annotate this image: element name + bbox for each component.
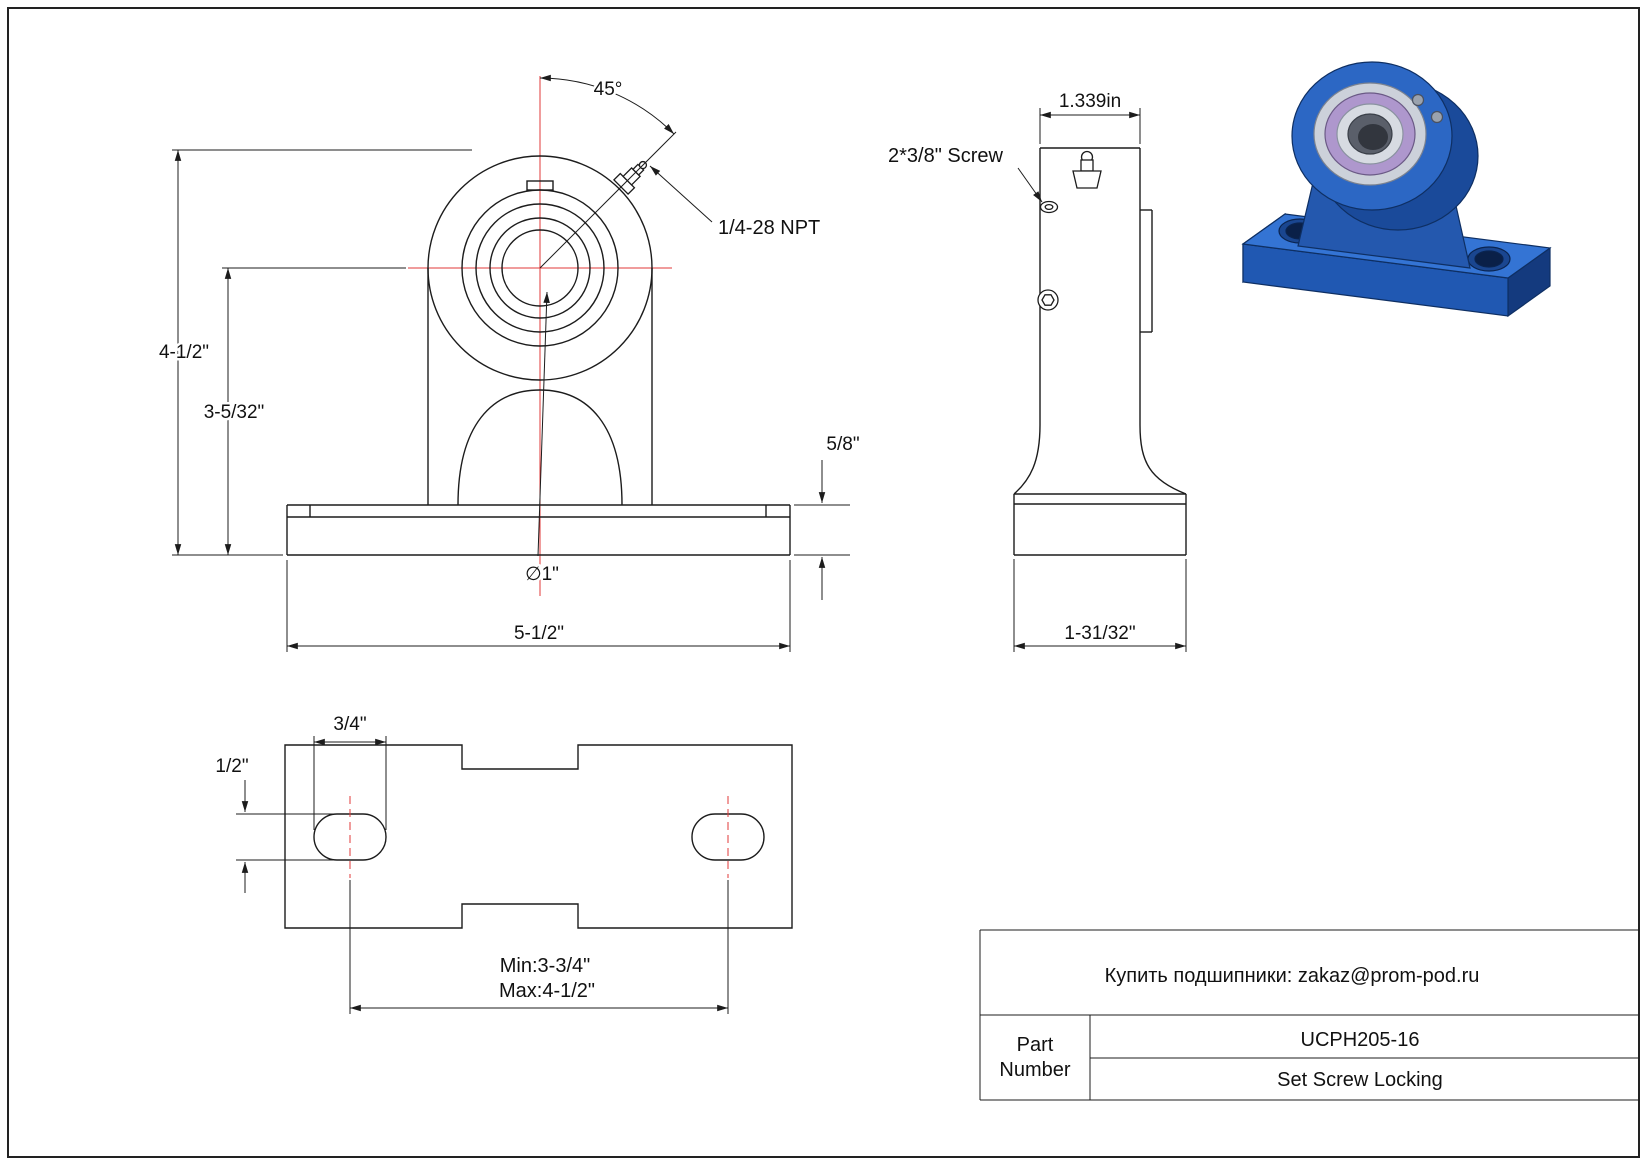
title-block: Купить подшипники: zakaz@prom-pod.ru Par… (979, 929, 1639, 1101)
dim-slot-width: 3/4" (313, 712, 387, 830)
front-centerlines (408, 76, 672, 596)
dim-height-center: 3-5/32" (201, 267, 406, 555)
bottom-slot-right (691, 813, 765, 861)
sheet-border (7, 7, 1640, 1158)
title-block-lines (979, 929, 1639, 1101)
bottom-centerlines (349, 796, 729, 878)
side-view: 1.339in 2*3/8" Screw 1-31/32" (886, 89, 1187, 652)
part-label-line2: Number (999, 1059, 1070, 1081)
dim-side-width-label: 1.339in (1059, 91, 1121, 112)
front-housing (427, 155, 653, 506)
part-label-line1: Part (1017, 1034, 1054, 1056)
dim-max-label: Max:4-1/2" (499, 980, 595, 1002)
front-view: 45° 1/4-28 NPT 4-1/2" 3-5/32" 5/8" ∅1" (156, 74, 862, 652)
locking-type: Set Screw Locking (1277, 1069, 1443, 1091)
dim-height-center-label: 3-5/32" (204, 402, 265, 423)
grease-fitting-side (1072, 150, 1102, 189)
bottom-view: 3/4" 1/2" Min:3-3/4" Max:4-1/2" (213, 712, 793, 1014)
iso-set-screws (1411, 93, 1444, 124)
bottom-outline (284, 744, 793, 929)
dim-slot-width-label: 3/4" (333, 714, 366, 735)
dim-slot-height: 1/2" (213, 754, 337, 893)
dim-slot-height-label: 1/2" (215, 756, 248, 777)
dim-angle-label: 45° (594, 79, 623, 100)
dim-base-height: 5/8" (794, 432, 862, 600)
dim-npt: 1/4-28 NPT (649, 165, 823, 242)
set-screws-side (1037, 200, 1059, 311)
iso-view (1241, 61, 1552, 318)
dim-side-width: 1.339in (1039, 89, 1141, 144)
dim-min-label: Min:3-3/4" (500, 955, 590, 977)
side-body (1013, 147, 1187, 556)
dim-side-base-width-label: 1-31/32" (1064, 623, 1135, 644)
dim-bolt-spacing: Min:3-3/4" Max:4-1/2" (349, 880, 729, 1014)
dim-bore-label: ∅1" (525, 564, 559, 585)
dim-npt-label: 1/4-28 NPT (718, 217, 820, 239)
dim-angle: 45° (539, 74, 677, 269)
dim-height-total-label: 4-1/2" (159, 342, 209, 363)
label-screw-text: 2*3/8" Screw (888, 145, 1003, 167)
part-number: UCPH205-16 (1301, 1029, 1420, 1051)
label-screw: 2*3/8" Screw (886, 143, 1043, 203)
dim-height-total: 4-1/2" (156, 149, 472, 556)
dim-base-height-label: 5/8" (826, 434, 859, 455)
bottom-slot-left (313, 813, 387, 861)
dim-bore: ∅1" (523, 291, 561, 588)
dim-base-width-label: 5-1/2" (514, 623, 564, 644)
contact-text: Купить подшипники: zakaz@prom-pod.ru (1105, 965, 1480, 987)
iso-bore-inner (1358, 124, 1388, 150)
dim-side-base-width: 1-31/32" (1013, 559, 1187, 652)
dim-base-width: 5-1/2" (286, 560, 791, 652)
